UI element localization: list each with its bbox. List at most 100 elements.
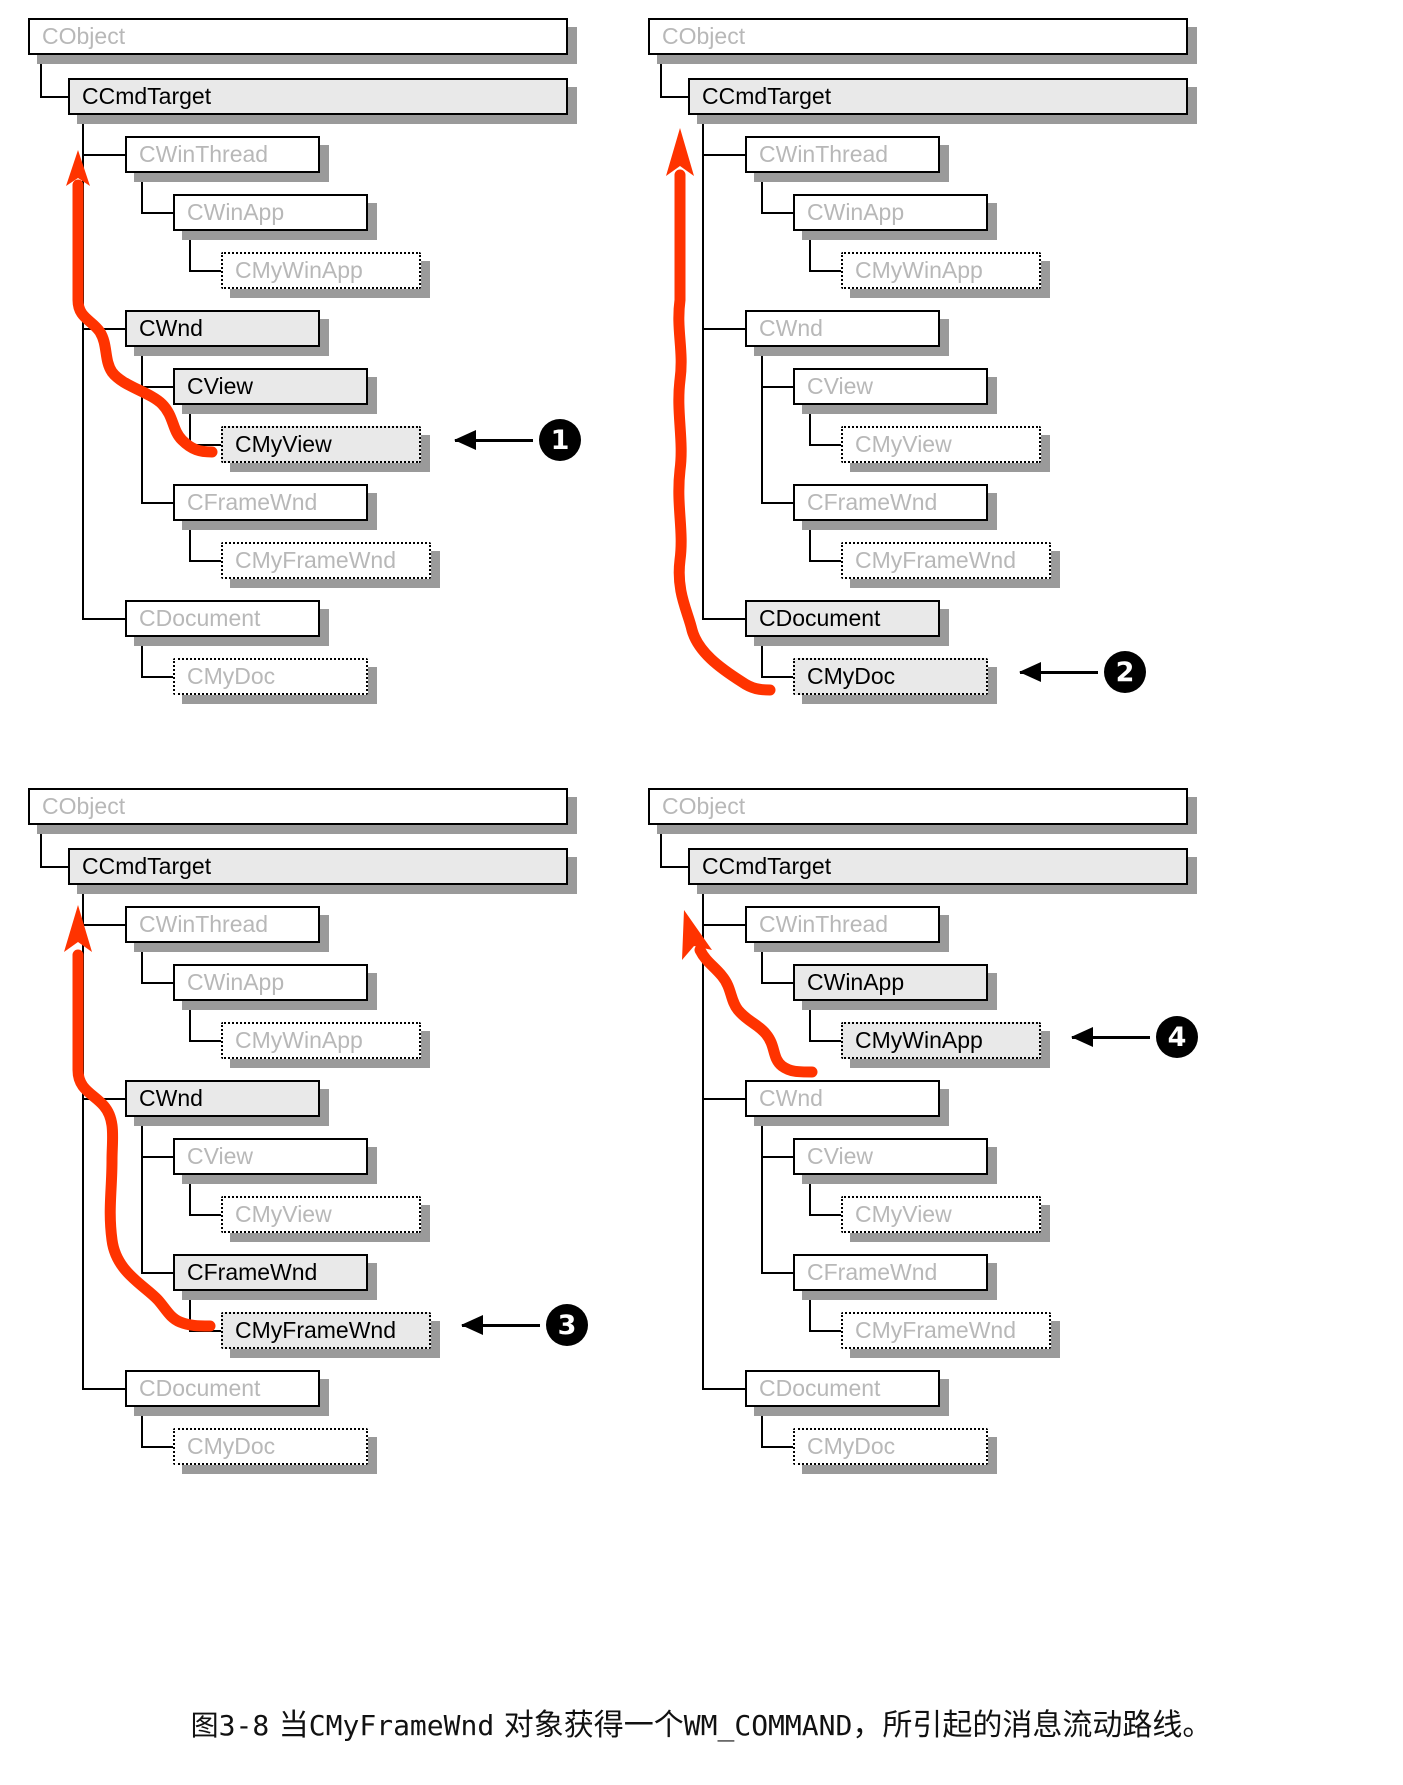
class-node-cmyframewnd[interactable]: CMyFrameWnd	[221, 1312, 440, 1358]
class-node-cmyframewnd[interactable]: CMyFrameWnd	[221, 542, 440, 588]
class-node-ccmdtarget[interactable]: CCmdTarget	[68, 78, 577, 124]
tree-connector-horizontal	[141, 676, 173, 678]
class-node-cmydoc[interactable]: CMyDoc	[793, 658, 997, 704]
tree-connector-horizontal	[761, 676, 793, 678]
class-node-ccmdtarget[interactable]: CCmdTarget	[688, 78, 1197, 124]
class-node-cview[interactable]: CView	[793, 368, 997, 414]
left-arrow-icon	[1071, 1026, 1150, 1047]
class-node-cwnd[interactable]: CWnd	[745, 310, 949, 356]
class-node-cwnd[interactable]: CWnd	[125, 310, 329, 356]
tree-connector-horizontal	[809, 560, 841, 562]
class-node-cmyframewnd[interactable]: CMyFrameWnd	[841, 1312, 1060, 1358]
class-node-cframewnd[interactable]: CFrameWnd	[173, 484, 377, 530]
class-node-label: CMyView	[221, 1196, 421, 1233]
step-marker-4: 4	[1071, 1016, 1198, 1058]
tree-connector-horizontal	[189, 270, 221, 272]
tree-connector-horizontal	[761, 982, 793, 984]
class-node-cdocument[interactable]: CDocument	[125, 1370, 329, 1416]
tree-connector-horizontal	[660, 866, 688, 868]
class-node-cmyview[interactable]: CMyView	[221, 426, 430, 472]
class-node-cwinthread[interactable]: CWinThread	[125, 906, 329, 952]
class-node-cmydoc[interactable]: CMyDoc	[173, 658, 377, 704]
tree-connector-vertical	[82, 885, 84, 1388]
class-node-label: CMyFrameWnd	[221, 542, 431, 579]
step-number-badge: 1	[539, 419, 581, 461]
class-node-label: CFrameWnd	[173, 1254, 368, 1291]
tree-connector-horizontal	[702, 618, 745, 620]
class-node-cwinthread[interactable]: CWinThread	[745, 906, 949, 952]
class-node-label: CView	[793, 368, 988, 405]
class-node-cwinapp[interactable]: CWinApp	[173, 964, 377, 1010]
class-node-label: CMyView	[841, 1196, 1041, 1233]
class-node-cdocument[interactable]: CDocument	[125, 600, 329, 646]
tree-connector-horizontal	[702, 1098, 745, 1100]
caption-text-1: 当	[278, 1708, 309, 1743]
class-node-cmyframewnd[interactable]: CMyFrameWnd	[841, 542, 1060, 588]
tree-connector-vertical	[809, 1291, 811, 1330]
class-node-ccmdtarget[interactable]: CCmdTarget	[688, 848, 1197, 894]
class-node-cobject[interactable]: CObject	[648, 18, 1197, 64]
class-node-label: CWnd	[745, 1080, 940, 1117]
class-node-cmywinapp[interactable]: CMyWinApp	[841, 252, 1050, 298]
class-node-cview[interactable]: CView	[793, 1138, 997, 1184]
class-node-cwnd[interactable]: CWnd	[745, 1080, 949, 1126]
class-node-label: CFrameWnd	[793, 484, 988, 521]
tree-connector-horizontal	[761, 212, 793, 214]
class-node-cdocument[interactable]: CDocument	[745, 600, 949, 646]
caption-class-name: CMyFrameWnd	[308, 1709, 495, 1742]
tree-connector-horizontal	[702, 328, 745, 330]
class-node-cwnd[interactable]: CWnd	[125, 1080, 329, 1126]
class-node-label: CWinThread	[125, 136, 320, 173]
tree-connector-horizontal	[809, 1214, 841, 1216]
class-node-cwinthread[interactable]: CWinThread	[125, 136, 329, 182]
class-node-label: CCmdTarget	[68, 848, 568, 885]
class-node-cmyview[interactable]: CMyView	[221, 1196, 430, 1242]
class-node-cmydoc[interactable]: CMyDoc	[173, 1428, 377, 1474]
class-node-cmyview[interactable]: CMyView	[841, 1196, 1050, 1242]
class-node-cmydoc[interactable]: CMyDoc	[793, 1428, 997, 1474]
tree-connector-horizontal	[82, 1388, 125, 1390]
class-node-cwinapp[interactable]: CWinApp	[173, 194, 377, 240]
tree-connector-horizontal	[702, 1388, 745, 1390]
step-marker-2: 2	[1019, 651, 1146, 693]
class-node-label: CMyFrameWnd	[841, 1312, 1051, 1349]
class-node-cmywinapp[interactable]: CMyWinApp	[221, 252, 430, 298]
class-node-cmywinapp[interactable]: CMyWinApp	[221, 1022, 430, 1068]
step-marker-3: 3	[461, 1304, 588, 1346]
class-node-cwinapp[interactable]: CWinApp	[793, 964, 997, 1010]
class-node-cmywinapp[interactable]: CMyWinApp	[841, 1022, 1050, 1068]
class-node-cdocument[interactable]: CDocument	[745, 1370, 949, 1416]
tree-connector-horizontal	[761, 386, 793, 388]
tree-connector-horizontal	[82, 154, 125, 156]
tree-connector-horizontal	[82, 328, 125, 330]
caption-text-2: 对象获得一个	[503, 1708, 684, 1743]
step-number-badge: 2	[1104, 651, 1146, 693]
class-node-cobject[interactable]: CObject	[28, 788, 577, 834]
class-node-cview[interactable]: CView	[173, 1138, 377, 1184]
tree-connector-vertical	[40, 825, 42, 866]
class-node-label: CMyWinApp	[841, 1022, 1041, 1059]
class-node-ccmdtarget[interactable]: CCmdTarget	[68, 848, 577, 894]
class-node-cobject[interactable]: CObject	[28, 18, 577, 64]
class-node-cmyview[interactable]: CMyView	[841, 426, 1050, 472]
tree-connector-horizontal	[761, 502, 793, 504]
class-node-label: CMyDoc	[173, 1428, 368, 1465]
class-node-cframewnd[interactable]: CFrameWnd	[173, 1254, 377, 1300]
tree-connector-vertical	[189, 521, 191, 560]
class-node-label: CCmdTarget	[688, 848, 1188, 885]
class-node-cwinthread[interactable]: CWinThread	[745, 136, 949, 182]
class-node-cwinapp[interactable]: CWinApp	[793, 194, 997, 240]
class-node-cobject[interactable]: CObject	[648, 788, 1197, 834]
tree-connector-horizontal	[809, 270, 841, 272]
class-node-cframewnd[interactable]: CFrameWnd	[793, 1254, 997, 1300]
class-node-label: CWnd	[125, 310, 320, 347]
figure-caption: 图3-8 当CMyFrameWnd 对象获得一个WM_COMMAND，所引起的消…	[0, 1700, 1403, 1744]
tree-connector-vertical	[761, 347, 763, 502]
tree-connector-vertical	[809, 231, 811, 270]
class-node-cview[interactable]: CView	[173, 368, 377, 414]
class-node-label: CFrameWnd	[793, 1254, 988, 1291]
tree-connector-vertical	[141, 1117, 143, 1272]
class-node-cframewnd[interactable]: CFrameWnd	[793, 484, 997, 530]
